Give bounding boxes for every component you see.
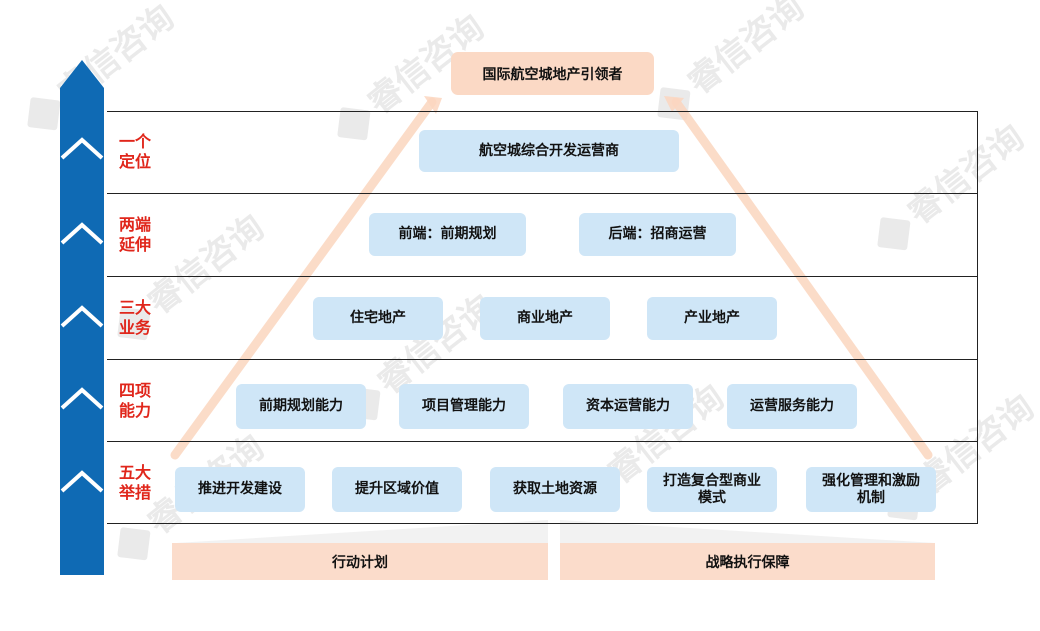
capability-service-box: 运营服务能力 bbox=[727, 384, 857, 429]
row-label-positioning: 一个定位 bbox=[119, 132, 152, 171]
chevron-up-icon bbox=[60, 470, 104, 493]
chevron-up-icon bbox=[60, 222, 104, 245]
measure-land-box: 获取土地资源 bbox=[490, 467, 620, 512]
extension-front-box: 前端：前期规划 bbox=[369, 213, 526, 256]
business-commercial-box: 商业地产 bbox=[480, 297, 610, 340]
row-divider bbox=[107, 193, 978, 194]
row-label-businesses: 三大业务 bbox=[119, 298, 152, 337]
chevron-up-icon bbox=[60, 137, 104, 160]
row-divider bbox=[107, 523, 978, 524]
row-border-right bbox=[977, 111, 978, 523]
measure-regional-value-box: 提升区域价值 bbox=[332, 467, 462, 512]
row-label-capabilities: 四项能力 bbox=[119, 381, 152, 420]
row-label-measures: 五大举措 bbox=[119, 463, 152, 502]
vertical-arrow bbox=[60, 60, 104, 575]
capability-capital-box: 资本运营能力 bbox=[563, 384, 693, 429]
positioning-box: 航空城综合开发运营商 bbox=[419, 130, 679, 172]
strategy-guarantee-bar: 战略执行保障 bbox=[560, 543, 935, 580]
capability-project-box: 项目管理能力 bbox=[399, 384, 529, 429]
action-plan-bar: 行动计划 bbox=[172, 543, 548, 580]
measure-business-model-box: 打造复合型商业模式 bbox=[647, 467, 777, 512]
top-goal-box: 国际航空城地产引领者 bbox=[451, 52, 654, 95]
extension-back-box: 后端：招商运营 bbox=[579, 213, 736, 256]
row-divider bbox=[107, 111, 978, 112]
row-divider bbox=[107, 276, 978, 277]
measure-development-box: 推进开发建设 bbox=[175, 467, 305, 512]
chevron-up-icon bbox=[60, 387, 104, 410]
business-residential-box: 住宅地产 bbox=[313, 297, 443, 340]
row-divider bbox=[107, 359, 978, 360]
business-industrial-box: 产业地产 bbox=[647, 297, 777, 340]
row-label-extensions: 两端延伸 bbox=[119, 215, 152, 254]
capability-planning-box: 前期规划能力 bbox=[236, 384, 366, 429]
measure-management-box: 强化管理和激励机制 bbox=[806, 467, 936, 512]
chevron-up-icon bbox=[60, 305, 104, 328]
row-divider bbox=[107, 441, 978, 442]
